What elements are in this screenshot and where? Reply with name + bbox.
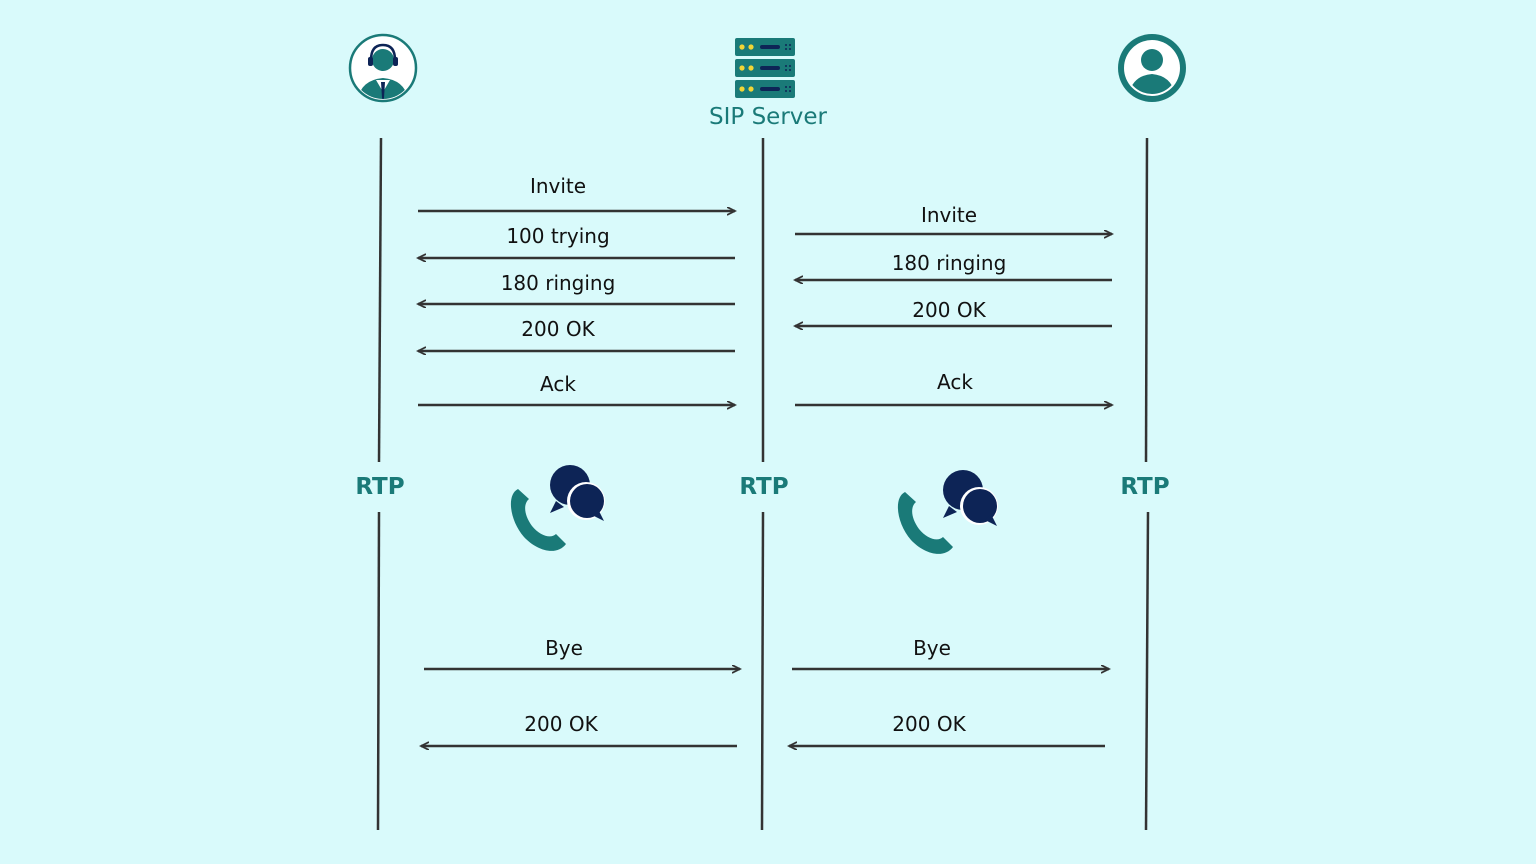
message: 100 trying	[418, 224, 735, 258]
message-label: 200 OK	[524, 712, 598, 736]
message-label: Ack	[540, 372, 576, 396]
server-lifeline	[760, 138, 765, 831]
message: 200 OK	[418, 317, 735, 351]
message: 180 ringing	[418, 271, 735, 304]
message: 200 OK	[789, 712, 1105, 746]
message-label: Ack	[937, 370, 973, 394]
rtp-label-caller: RTP	[355, 474, 404, 500]
message: Ack	[795, 370, 1112, 405]
message-label: Bye	[545, 636, 583, 660]
message-label: 200 OK	[892, 712, 966, 736]
message: 200 OK	[795, 298, 1112, 326]
callee-lifeline	[1144, 137, 1150, 831]
message-label: 200 OK	[521, 317, 595, 341]
message: Invite	[795, 203, 1112, 234]
phone-chat-icon	[510, 465, 605, 551]
message: Bye	[792, 636, 1109, 669]
message: 180 ringing	[795, 251, 1112, 280]
message-label: Bye	[913, 636, 951, 660]
user-avatar-icon	[1118, 34, 1186, 102]
caller-lifeline	[376, 137, 383, 831]
message-label: 100 trying	[506, 224, 609, 248]
message-label: Invite	[530, 174, 586, 198]
agent-headset-icon	[348, 33, 418, 103]
message: Bye	[424, 636, 740, 669]
rtp-label-callee: RTP	[1120, 474, 1169, 500]
message-label: 180 ringing	[892, 251, 1007, 275]
phone-chat-icon	[897, 470, 998, 554]
message: Ack	[418, 372, 735, 405]
server-label: SIP Server	[709, 104, 828, 130]
message-label: 200 OK	[912, 298, 986, 322]
message-label: Invite	[921, 203, 977, 227]
message: Invite	[418, 174, 735, 211]
server-rack-icon	[735, 38, 795, 98]
message: 200 OK	[421, 712, 737, 746]
message-label: 180 ringing	[501, 271, 616, 295]
rtp-label-server: RTP	[739, 474, 788, 500]
